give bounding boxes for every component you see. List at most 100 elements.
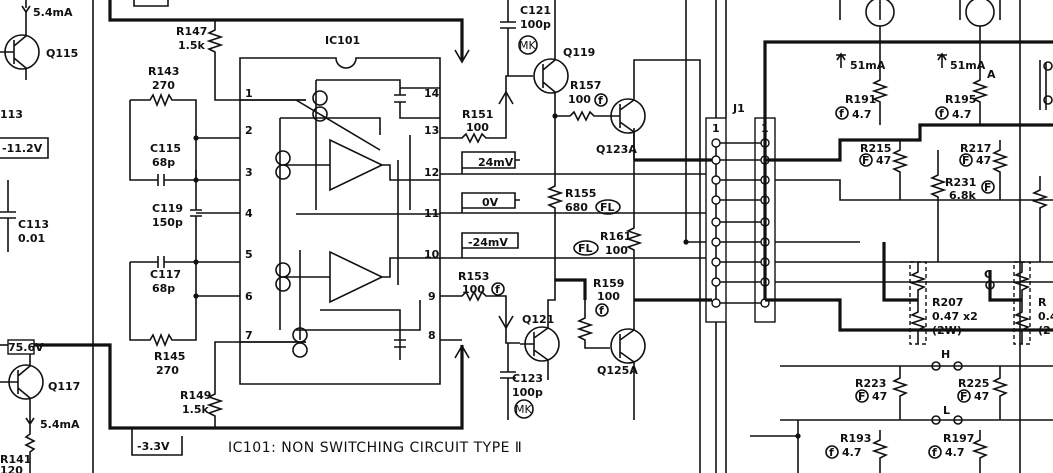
voltage-neg24: -24mV (468, 236, 508, 249)
r141-label: R141 (0, 453, 31, 466)
mark-f-r197: f (932, 446, 937, 459)
r191-value: 4.7 (852, 108, 872, 121)
pin-1: 1 (245, 87, 253, 100)
mark-fl-r155: FL (600, 201, 615, 214)
r207-value: 0.47 x2 (932, 310, 978, 323)
transistor-top-2 (965, 0, 995, 27)
c123-label: C123 (512, 372, 543, 385)
bottom-rail (34, 343, 464, 430)
j1-label: J1 (732, 102, 745, 115)
ic101-caption: IC101: NON SWITCHING CIRCUIT TYPE Ⅱ (228, 440, 522, 456)
r225-value: 47 (974, 390, 989, 403)
pin-8: 8 (428, 329, 436, 342)
r149-value: 1.5k (182, 403, 209, 416)
pin-4: 4 (245, 207, 253, 220)
r157-label: R157 (570, 79, 601, 92)
mark-F-r223: F (858, 390, 866, 403)
r191-label: R191 (845, 93, 876, 106)
pin-14: 14 (424, 87, 440, 100)
mark-F-r215: F (862, 154, 870, 167)
q119-transistor-symbol (533, 58, 569, 94)
r143-label: R143 (148, 65, 179, 78)
voltage-pos24: 24mV (478, 156, 514, 169)
c121-label: C121 (520, 4, 551, 17)
mark-F-r225: F (960, 390, 968, 403)
q117-current: 5.4mA (40, 418, 80, 431)
r157-value: 100 (568, 93, 591, 106)
r145-label: R145 (154, 350, 185, 363)
r147-label: R147 (176, 25, 207, 38)
j1-pin1a: 1 (712, 122, 720, 135)
c113-value: 0.01 (18, 232, 45, 245)
ic101-label: IC101 (325, 34, 360, 47)
r143-value: 270 (152, 79, 175, 92)
r153-label: R153 (458, 270, 489, 283)
r231-value: 6.8k (949, 189, 976, 202)
mark-fl-r161: FL (578, 242, 593, 255)
r207b-value: 0.4 (1038, 310, 1053, 323)
pin-3: 3 (245, 166, 253, 179)
pin-6: 6 (245, 290, 253, 303)
r207-label: R207 (932, 296, 963, 309)
mark-f-r157: f (598, 94, 603, 107)
r197-label: R197 (943, 432, 974, 445)
r223-label: R223 (855, 377, 886, 390)
r159-label: R159 (593, 277, 624, 290)
r193-value: 4.7 (842, 446, 862, 459)
r215-value: 47 (876, 154, 891, 167)
r151-value: 100 (466, 121, 489, 134)
c117-label: C117 (150, 268, 181, 281)
q121-label: Q121 (522, 313, 554, 326)
mark-F-r217: F (962, 154, 970, 167)
c115-label: C115 (150, 142, 181, 155)
pin-12: 12 (424, 166, 439, 179)
c121-value: 100p (520, 18, 551, 31)
r225-label: R225 (958, 377, 989, 390)
q115-current: 5.4mA (33, 6, 73, 19)
pin-11: 11 (424, 207, 439, 220)
q119-label: Q119 (563, 46, 595, 59)
r155-value: 680 (565, 201, 588, 214)
c117-value: 68p (152, 282, 175, 295)
r155-label: R155 (565, 187, 596, 200)
q115-label: Q115 (46, 47, 78, 60)
r223-value: 47 (872, 390, 887, 403)
r161-value: 100 (605, 244, 628, 257)
c113-label: C113 (18, 218, 49, 231)
r231-label: R231 (945, 176, 976, 189)
r153-value: 100 (462, 283, 485, 296)
current-arrow (21, 0, 31, 14)
node-c: C (984, 268, 992, 281)
pin-13: 13 (424, 124, 439, 137)
mark-f-r159: f (599, 304, 604, 317)
mark-f-r193: f (829, 446, 834, 459)
r149-label: R149 (180, 389, 211, 402)
current-51ma-b: 51mA (950, 59, 986, 72)
r193-label: R193 (840, 432, 871, 445)
top-rail (108, 0, 464, 60)
q113-label: 113 (0, 108, 23, 121)
r147-value: 1.5k (178, 39, 205, 52)
r197-value: 4.7 (945, 446, 965, 459)
q125a-transistor-symbol (610, 328, 646, 364)
r207b-rating: (2 (1038, 324, 1051, 337)
node-h: H (941, 348, 950, 361)
r141-value: 120 (0, 464, 23, 473)
mark-mk-c123: MK (515, 403, 532, 416)
r207-rating: (2W) (932, 324, 962, 337)
node-a: A (987, 68, 996, 81)
voltage-pos756: 75.6V (8, 341, 44, 354)
q123a-label: Q123A (596, 143, 637, 156)
c115-value: 68p (152, 156, 175, 169)
mark-f-r195: f (939, 107, 944, 120)
pin-5: 5 (245, 248, 253, 261)
mark-F-r231: F (984, 181, 992, 194)
r195-value: 4.7 (952, 108, 972, 121)
j1-connector: J1 1 1 (640, 0, 776, 473)
pin-10: 10 (424, 248, 440, 261)
mark-f-r153: f (495, 283, 500, 296)
r207b-label: R (1038, 296, 1047, 309)
current-51ma-a: 51mA (850, 59, 886, 72)
mark-mk-c121: MK (519, 39, 536, 52)
